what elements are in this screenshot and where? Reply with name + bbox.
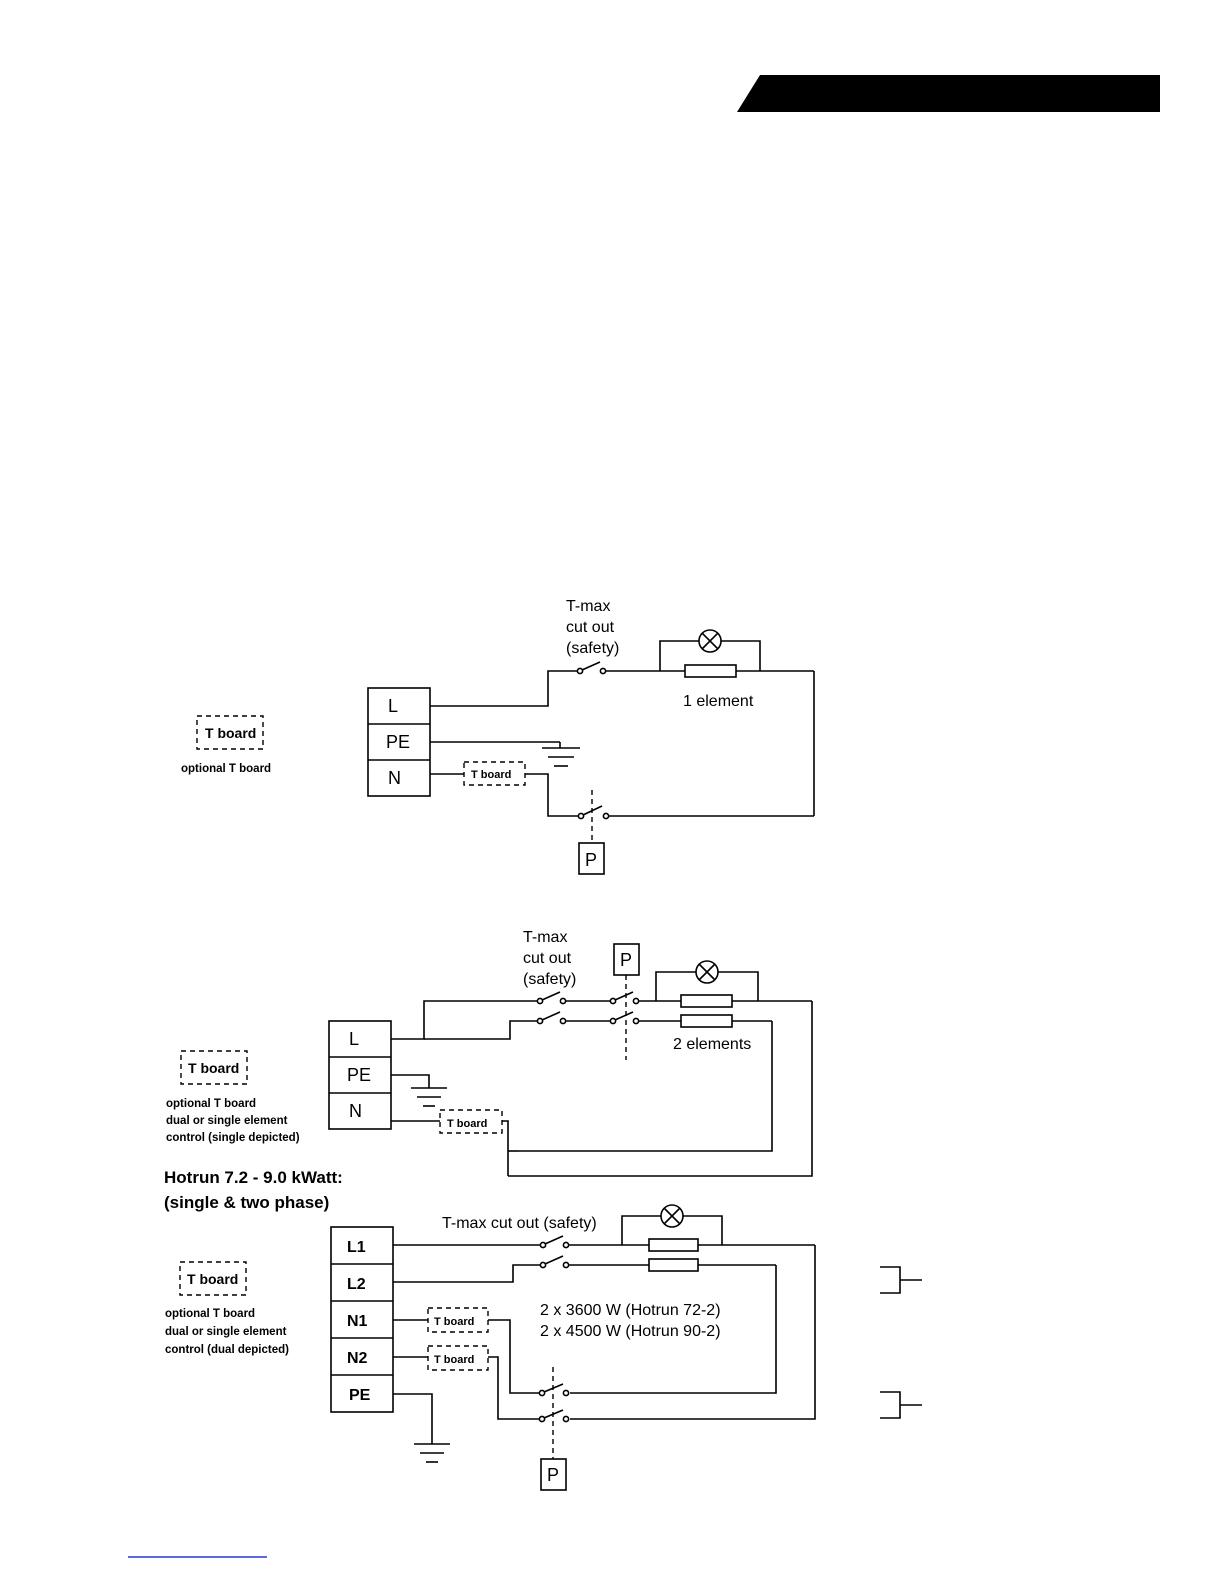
terminal-PE: PE bbox=[386, 732, 410, 752]
tmax-label-line-2: cut out bbox=[566, 619, 615, 636]
header-banner bbox=[737, 75, 1160, 112]
legend-note-line-1: optional T board bbox=[166, 1098, 256, 1110]
heating-element-1 bbox=[648, 1238, 699, 1252]
legend-tboard-label: T board bbox=[188, 1060, 239, 1076]
tmax-label-line-3: (safety) bbox=[566, 640, 619, 657]
terminal-L1: L1 bbox=[347, 1239, 366, 1256]
terminal-N2: N2 bbox=[347, 1350, 368, 1367]
heating-element-2 bbox=[680, 1014, 733, 1028]
tmax-switch bbox=[581, 661, 601, 671]
diagram-3-hotrun-72-90: Hotrun 7.2 - 9.0 kWatt: (single & two ph… bbox=[164, 1168, 922, 1491]
pressure-switch-label: P bbox=[547, 1465, 559, 1485]
diagram-1-single-element: T-max cut out (safety) L PE N 1 element bbox=[181, 598, 815, 875]
tmax-switch-1 bbox=[544, 1235, 564, 1245]
terminal-N: N bbox=[388, 768, 401, 788]
legend-tboard-box bbox=[179, 1261, 247, 1296]
legend-tboard-box bbox=[196, 715, 264, 750]
terminal-L: L bbox=[349, 1029, 359, 1049]
legend-note-line-3: control (dual depicted) bbox=[165, 1344, 289, 1356]
tmax-switch-2 bbox=[544, 1255, 564, 1265]
legend-tboard-box bbox=[180, 1050, 248, 1085]
diagram-2-two-elements: T-max cut out (safety) P L PE N bbox=[166, 929, 813, 1177]
pressure-switch-box bbox=[578, 842, 605, 875]
heading-line-2: (single & two phase) bbox=[164, 1193, 329, 1212]
pressure-switch-label: P bbox=[620, 950, 632, 970]
terminal-block bbox=[328, 1020, 392, 1130]
legend-note-line-3: control (single depicted) bbox=[166, 1132, 300, 1144]
legend-note-line-2: dual or single element bbox=[165, 1326, 287, 1338]
pressure-switch-box bbox=[540, 1458, 567, 1491]
tmax-label-line-3: (safety) bbox=[523, 971, 576, 988]
terminal-L2: L2 bbox=[347, 1276, 366, 1293]
terminal-PE: PE bbox=[349, 1387, 371, 1404]
element-label: 1 element bbox=[683, 693, 754, 710]
legend-tboard-label: T board bbox=[205, 725, 256, 741]
legend-note: optional T board bbox=[181, 763, 271, 775]
heating-element bbox=[684, 664, 737, 678]
terminal-block bbox=[330, 1226, 394, 1413]
legend-tboard-label: T board bbox=[187, 1271, 238, 1287]
legend-note-line-2: dual or single element bbox=[166, 1115, 288, 1127]
element-spec-line-2: 2 x 4500 W (Hotrun 90-2) bbox=[540, 1323, 721, 1340]
pressure-switch-label: P bbox=[585, 850, 597, 870]
terminal-L: L bbox=[388, 696, 398, 716]
heading-line-1: Hotrun 7.2 - 9.0 kWatt: bbox=[164, 1168, 343, 1187]
tboard-2-label: T board bbox=[434, 1354, 474, 1366]
terminal-N: N bbox=[349, 1101, 362, 1121]
element-spec-line-1: 2 x 3600 W (Hotrun 72-2) bbox=[540, 1302, 721, 1319]
terminal-N1: N1 bbox=[347, 1313, 368, 1330]
tboard-2 bbox=[427, 1345, 489, 1371]
bracket-upper bbox=[880, 1266, 901, 1294]
switch-contact bbox=[576, 667, 584, 675]
terminal-PE: PE bbox=[347, 1065, 371, 1085]
legend-note-line-1: optional T board bbox=[165, 1308, 255, 1320]
tboard-1-label: T board bbox=[434, 1316, 474, 1328]
tmax-label-line-1: T-max bbox=[566, 598, 610, 615]
element-label: 2 elements bbox=[673, 1036, 751, 1053]
tboard-inline-label: T board bbox=[471, 769, 511, 781]
bracket-lower bbox=[880, 1391, 901, 1419]
heating-element-1 bbox=[680, 994, 733, 1008]
heating-element-2 bbox=[648, 1258, 699, 1272]
tmax-label-line-1: T-max bbox=[523, 929, 567, 946]
tboard-inline-label: T board bbox=[447, 1118, 487, 1130]
terminal-block bbox=[367, 687, 431, 797]
tmax-label-line-2: cut out bbox=[523, 950, 572, 967]
tmax-label: T-max cut out (safety) bbox=[442, 1215, 597, 1232]
